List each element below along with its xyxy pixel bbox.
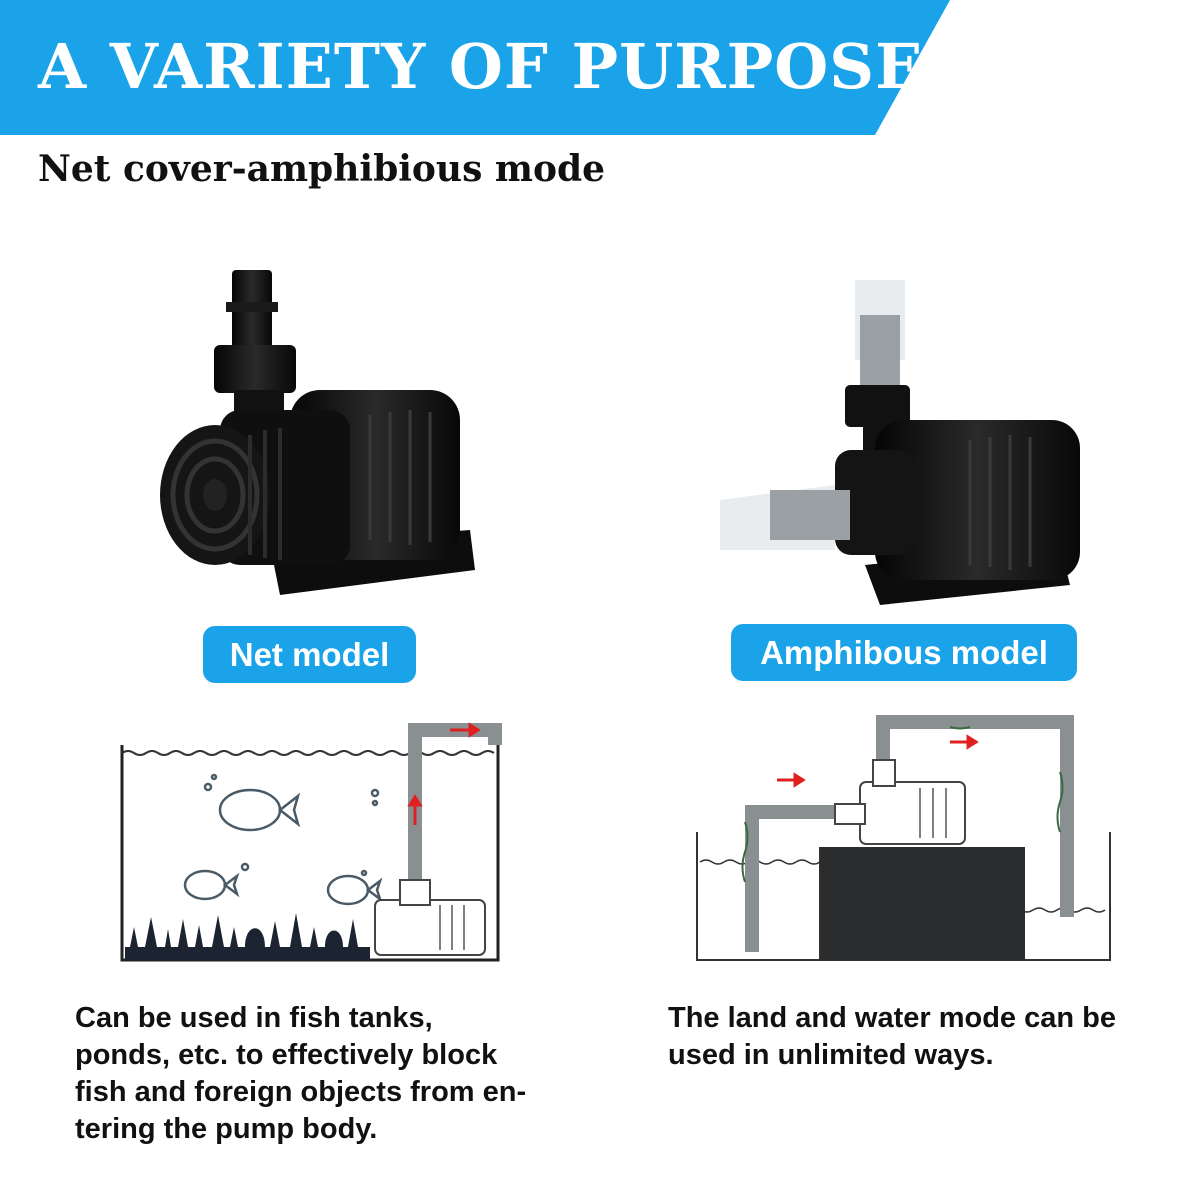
page-title: A VARIETY OF PURPOSES: [38, 30, 970, 103]
amphibious-setup-diagram: [695, 712, 1115, 967]
net-model-pump-image: [150, 240, 490, 610]
net-model-label: Net model: [203, 626, 416, 683]
banner-shape: [0, 0, 950, 135]
amphibious-model-label: Amphibous model: [731, 624, 1077, 681]
net-model-description: Can be used in fish tanks, ponds, etc. t…: [75, 1000, 555, 1148]
page-subtitle: Net cover-amphibious mode: [38, 148, 606, 190]
net-model-description-line: Can be used in fish tanks,: [75, 1002, 433, 1034]
header-banner: A VARIETY OF PURPOSES: [0, 0, 968, 135]
amphibious-model-pump-image: [715, 275, 1085, 615]
amphibious-model-description: The land and water mode can be used in u…: [668, 1000, 1168, 1074]
amphibious-model-description-line: used in unlimited ways.: [668, 1039, 994, 1071]
net-model-description-line: ponds, etc. to effectively block: [75, 1039, 498, 1071]
net-model-description-line: tering the pump body.: [75, 1113, 378, 1145]
amphibious-model-description-line: The land and water mode can be: [668, 1002, 1116, 1034]
net-model-description-line: fish and foreign objects from en-: [75, 1076, 527, 1108]
fish-tank-diagram: [120, 715, 505, 965]
